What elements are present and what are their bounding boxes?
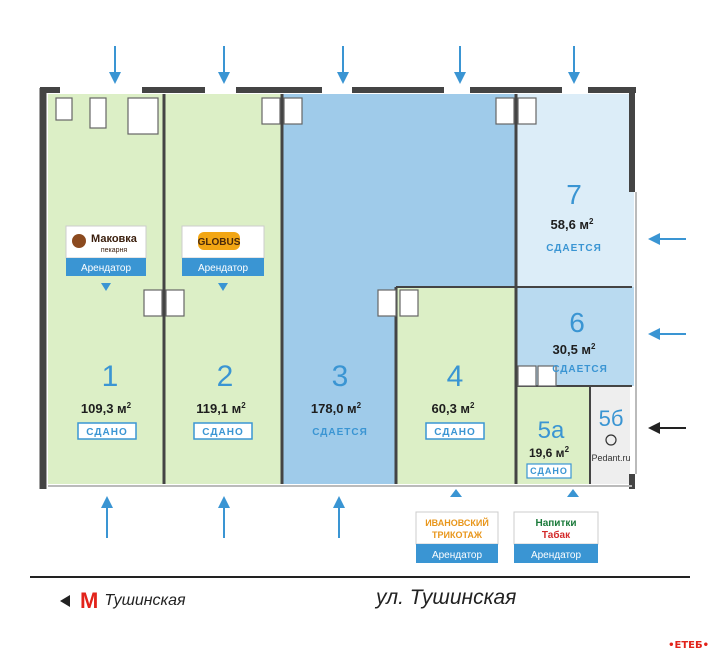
unit-number: 1	[102, 360, 119, 393]
entrance-arrow-icon	[101, 46, 686, 538]
street-line	[30, 576, 690, 578]
unit-number: 6	[569, 307, 585, 338]
street-name: ул. Тушинская	[376, 586, 517, 609]
unit-area: 119,1 м2	[196, 401, 246, 416]
tenant-name-line1: Напитки	[535, 518, 576, 529]
status-text: СДАЕТСЯ	[552, 364, 608, 375]
tenant-card-ivanovo: ИВАНОВСКИЙ ТРИКОТАЖ Арендатор	[415, 489, 499, 563]
tenant-role: Арендатор	[432, 550, 483, 561]
toilet-icon	[55, 97, 557, 387]
status-text: СДАЕТСЯ	[312, 427, 368, 438]
unit-number: 5б	[599, 406, 624, 431]
makovka-logo-icon	[72, 234, 86, 248]
unit-area: 30,5 м2	[553, 342, 597, 357]
tenant-card-makovka: Маковка пекарня Арендатор	[65, 225, 147, 291]
unit-number: 7	[566, 179, 582, 210]
status-text: СДАНО	[202, 427, 243, 438]
tenant-card-globus: GLOBUS Арендатор	[181, 225, 265, 291]
unit-area: 19,6 м2	[529, 445, 570, 460]
left-arrow-icon	[60, 595, 70, 607]
unit-number: 5а	[538, 417, 565, 444]
walls	[39, 87, 637, 489]
tenant-name-line2: Табак	[542, 529, 571, 541]
tenant-name-line2: ТРИКОТАЖ	[432, 530, 483, 540]
metro-label: М Тушинская	[60, 588, 186, 614]
tenant-label: Pedant.ru	[591, 453, 630, 463]
unit-area: 58,6 м2	[551, 217, 595, 232]
pedant-logo: Pedant.ru	[591, 434, 631, 463]
tenant-name-line1: ИВАНОВСКИЙ	[425, 517, 489, 528]
watermark-logo: •ЕТЕБ•	[668, 640, 709, 651]
status-text: СДАНО	[434, 427, 475, 438]
tenant-subtitle: пекарня	[101, 247, 128, 254]
metro-logo-icon: М	[80, 588, 99, 613]
unit-area: 178,0 м2	[311, 401, 362, 416]
tenant-name: Маковка	[91, 233, 138, 245]
tenant-card-drinks: Напитки Табак Арендатор	[513, 489, 599, 563]
tenant-role: Арендатор	[198, 263, 249, 274]
status-badge	[425, 422, 485, 440]
tenant-role: Арендатор	[81, 263, 132, 274]
tenant-name: GLOBUS	[198, 237, 241, 248]
unit-3-area[interactable]	[282, 94, 516, 484]
unit-area: 109,3 м2	[81, 401, 132, 416]
tenant-role: Арендатор	[531, 550, 582, 561]
unit-number: 4	[447, 360, 464, 393]
status-badge	[526, 463, 572, 479]
metro-station: Тушинская	[104, 592, 186, 609]
unit-number: 3	[332, 360, 349, 393]
unit-area: 60,3 м2	[432, 401, 476, 416]
status-text: СДАЕТСЯ	[546, 243, 602, 254]
status-text: СДАНО	[86, 427, 127, 438]
status-text: СДАНО	[530, 466, 568, 476]
unit-7-area[interactable]	[516, 94, 634, 287]
unit-number: 2	[217, 360, 234, 393]
status-badge	[77, 422, 137, 440]
status-badge	[193, 422, 253, 440]
globus-logo-icon	[198, 232, 240, 250]
